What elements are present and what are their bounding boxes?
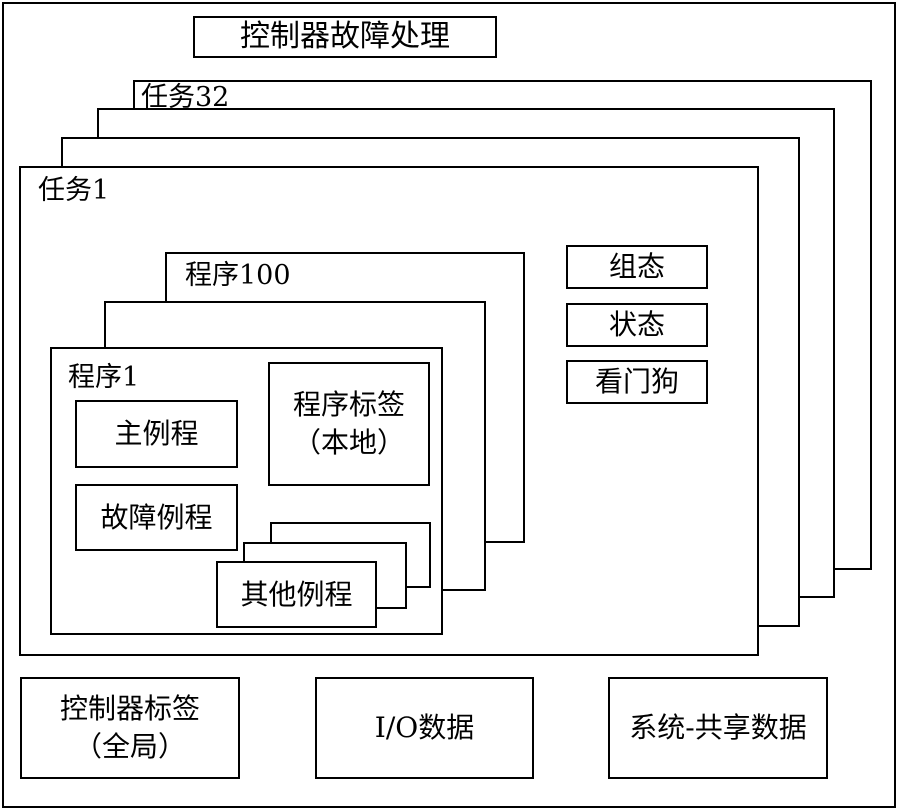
io-data-box: I/O数据 bbox=[315, 677, 534, 779]
system-shared-data-box: 系统-共享数据 bbox=[608, 677, 828, 779]
task-1-label: 任务1 bbox=[38, 175, 110, 206]
controller-tags-line1: 控制器标签 bbox=[59, 692, 200, 725]
program-tags-line1: 程序标签 bbox=[292, 388, 405, 421]
program-tags-line2: （本地） bbox=[292, 426, 405, 459]
config-box: 组态 bbox=[566, 245, 708, 289]
task-32-label: 任务32 bbox=[141, 82, 230, 113]
controller-fault-handling-title: 控制器故障处理 bbox=[193, 16, 497, 58]
other-routine-box: 其他例程 bbox=[216, 561, 377, 628]
controller-tags-line2: （全局） bbox=[73, 730, 186, 763]
program-1-label: 程序1 bbox=[68, 362, 140, 393]
program-100-label: 程序100 bbox=[185, 260, 291, 291]
program-tags-box: 程序标签 （本地） bbox=[268, 362, 430, 486]
status-box: 状态 bbox=[566, 303, 708, 347]
main-routine-box: 主例程 bbox=[75, 400, 238, 468]
fault-routine-box: 故障例程 bbox=[75, 484, 238, 551]
watchdog-box: 看门狗 bbox=[566, 360, 708, 404]
controller-tags-box: 控制器标签 （全局） bbox=[20, 677, 240, 779]
